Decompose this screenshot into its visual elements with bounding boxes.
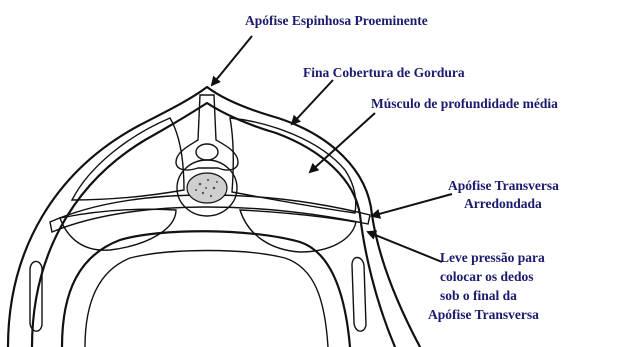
spinous-process	[176, 95, 238, 170]
arrow-fat	[292, 80, 333, 124]
label-spinous-process: Apófise Espinhosa Proeminente	[245, 13, 428, 28]
label-fat-cover: Fina Cobertura de Gordura	[303, 65, 465, 80]
arrow-transverse	[372, 194, 452, 216]
left-lower-muscle	[60, 209, 176, 250]
arrow-spinous	[212, 36, 252, 85]
right-lower-muscle	[240, 210, 356, 252]
label-transverse-line1: Apófise Transversa	[448, 178, 559, 193]
label-pressure-line4: Apófise Transversa	[428, 307, 539, 322]
label-muscle: Músculo de profundidade média	[371, 96, 558, 111]
abdominal-cavity-arc	[62, 231, 350, 347]
label-transverse-line2: Arredondada	[464, 196, 542, 211]
label-pressure-line2: colocar os dedos	[440, 269, 534, 284]
abdominal-cavity-inner	[85, 251, 328, 347]
outer-skin-outline	[8, 87, 420, 347]
arrow-muscle	[310, 113, 375, 172]
label-pressure-line1: Leve pressão para	[440, 250, 545, 265]
rib-right	[352, 258, 366, 332]
label-pressure-line3: sob o final da	[440, 288, 517, 303]
neural-canal	[196, 144, 218, 160]
fat-layer-line	[32, 103, 395, 347]
right-muscle	[230, 118, 356, 213]
